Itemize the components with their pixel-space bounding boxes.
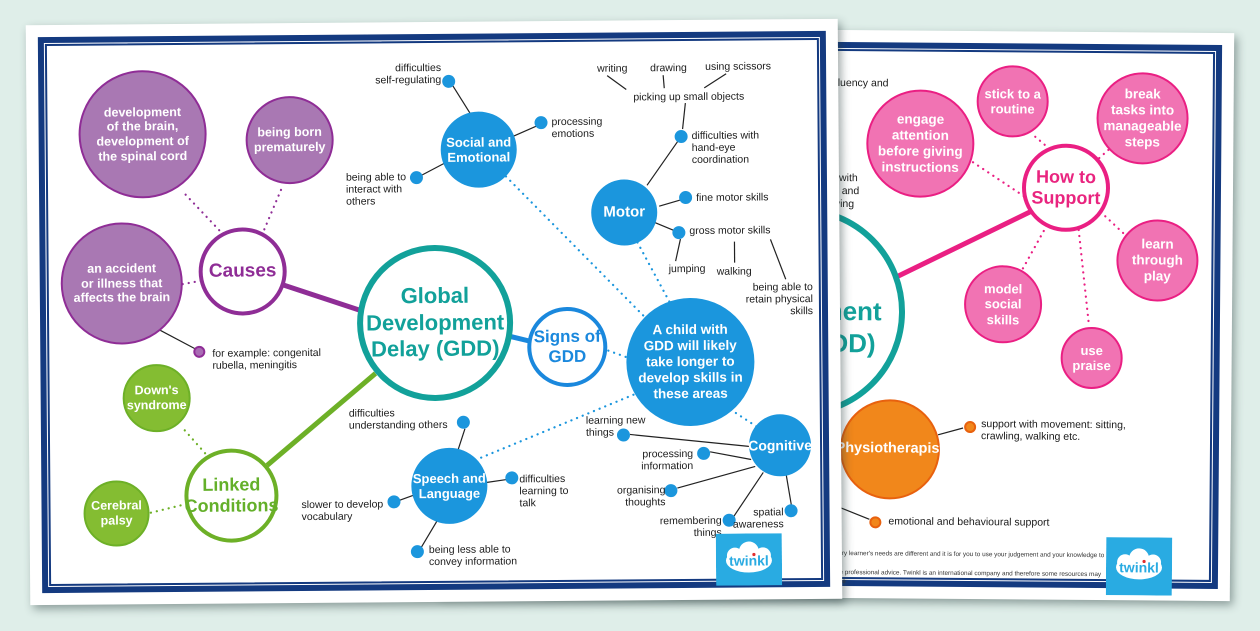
stick-to-routine-node: stick to a routine bbox=[976, 65, 1049, 138]
picking-label: picking up small objects bbox=[633, 90, 745, 104]
linked-conditions-node: Linked Conditions bbox=[184, 448, 279, 543]
convey-label: being less able to convey information bbox=[428, 543, 518, 569]
linked-gdd-connector bbox=[265, 371, 378, 468]
twinkl-i-dot bbox=[752, 552, 756, 557]
social-emotional-node: Social and Emotional bbox=[440, 111, 518, 188]
engage-attention-node: engage attention before giving instructi… bbox=[865, 89, 975, 199]
detail-connectors bbox=[157, 73, 793, 549]
learning-talk-dot bbox=[505, 471, 519, 485]
interact-dot bbox=[409, 171, 423, 185]
gdd-node: Global Development Delay (GDD) bbox=[356, 244, 514, 402]
model-social-skills-node: model social skills bbox=[963, 265, 1043, 344]
cognitive-node: Cognitive bbox=[748, 414, 812, 477]
twinkl-logo-front: twinkl bbox=[715, 533, 783, 586]
example-dot bbox=[193, 345, 206, 358]
fine-motor-dot bbox=[679, 190, 693, 205]
twinkl-logo-back: twinkl bbox=[1105, 537, 1173, 596]
drawing-label: drawing bbox=[650, 62, 687, 75]
signs-of-gdd-node: Signs of GDD bbox=[526, 306, 608, 388]
gross-motor-dot bbox=[672, 226, 686, 240]
interact-label: being able to interact with others bbox=[345, 171, 407, 208]
fragment-with: with bbox=[839, 172, 858, 185]
front-page-connector-layer bbox=[147, 73, 793, 549]
twinkl-i-dot bbox=[1142, 559, 1146, 564]
vocabulary-label: slower to develop vocabulary bbox=[301, 498, 384, 524]
cause-brain-node: development of the brain, development of… bbox=[78, 69, 208, 199]
cause-premature-node: being born prematurely bbox=[245, 95, 334, 185]
motor-node: Motor bbox=[590, 179, 658, 246]
processing-info-label: processing information bbox=[641, 447, 694, 473]
fine-motor-label: fine motor skills bbox=[696, 191, 769, 204]
cause-accident-node: an accident or illness that affects the … bbox=[60, 221, 184, 345]
fragment-fluency: fluency and bbox=[834, 76, 889, 90]
scissors-label: using scissors bbox=[705, 60, 772, 73]
signs-dotted-connectors bbox=[480, 175, 760, 459]
processing-info-dot bbox=[697, 446, 711, 460]
causes-node: Causes bbox=[198, 227, 288, 316]
walking-label: walking bbox=[716, 265, 752, 278]
learn-through-play-node: learn through play bbox=[1116, 219, 1199, 302]
gross-motor-label: gross motor skills bbox=[689, 224, 771, 237]
spatial-dot bbox=[784, 504, 798, 518]
svg-text:twinkl: twinkl bbox=[1119, 559, 1159, 575]
front-page: development of the brain, development of… bbox=[25, 18, 843, 606]
speech-language-node: Speech and Language bbox=[411, 447, 488, 525]
organising-dot bbox=[664, 484, 678, 498]
spatial-label: spatial awareness bbox=[732, 506, 784, 531]
emotional-support-dot bbox=[869, 516, 882, 529]
handeye-label: difficulties with hand-eye coordination bbox=[691, 129, 760, 167]
emotions-label: processing emotions bbox=[551, 115, 603, 141]
organising-label: organising thoughts bbox=[616, 484, 666, 509]
howto-gdd-connector bbox=[894, 209, 1032, 280]
emotions-dot bbox=[534, 116, 548, 130]
how-to-support-node: How to Support bbox=[1021, 143, 1111, 233]
movement-dot bbox=[964, 421, 977, 434]
jumping-label: jumping bbox=[668, 262, 706, 276]
selfreg-label: difficulties self-regulating bbox=[375, 61, 442, 87]
linked-dotted-connectors bbox=[147, 424, 211, 515]
emotional-support-label: emotional and behavioural support bbox=[888, 515, 1050, 529]
convey-dot bbox=[410, 545, 424, 559]
back-page: Global Development Delay (GDD) How to Su… bbox=[437, 26, 1235, 602]
learning-label: learning new things bbox=[585, 414, 646, 439]
writing-label: writing bbox=[597, 62, 628, 75]
downs-syndrome-node: Down's syndrome bbox=[122, 363, 191, 433]
understanding-label: difficulties understanding others bbox=[348, 407, 448, 432]
break-tasks-node: break tasks into manageable steps bbox=[1096, 72, 1189, 165]
vocabulary-dot bbox=[387, 495, 401, 509]
physiotherapist-node: Physiotherapist bbox=[835, 399, 944, 500]
cerebral-palsy-node: Cerebral palsy bbox=[83, 480, 150, 547]
use-praise-node: use praise bbox=[1060, 326, 1123, 390]
understanding-dot bbox=[456, 415, 470, 429]
causes-gdd-connector bbox=[283, 282, 362, 313]
handeye-dot bbox=[674, 130, 688, 144]
selfreg-dot bbox=[442, 74, 456, 88]
remembering-label: remembering things bbox=[659, 514, 722, 540]
learning-talk-label: difficulties learning to talk bbox=[519, 472, 569, 510]
example-label: for example: congenital rubella, meningi… bbox=[212, 346, 321, 372]
svg-text:twinkl: twinkl bbox=[729, 552, 769, 568]
movement-label: support with movement: sitting, crawling… bbox=[980, 418, 1126, 443]
retain-label: being able to retain physical skills bbox=[745, 281, 814, 318]
disclaimer-smallprint: d every learner's needs are different an… bbox=[826, 550, 1105, 585]
